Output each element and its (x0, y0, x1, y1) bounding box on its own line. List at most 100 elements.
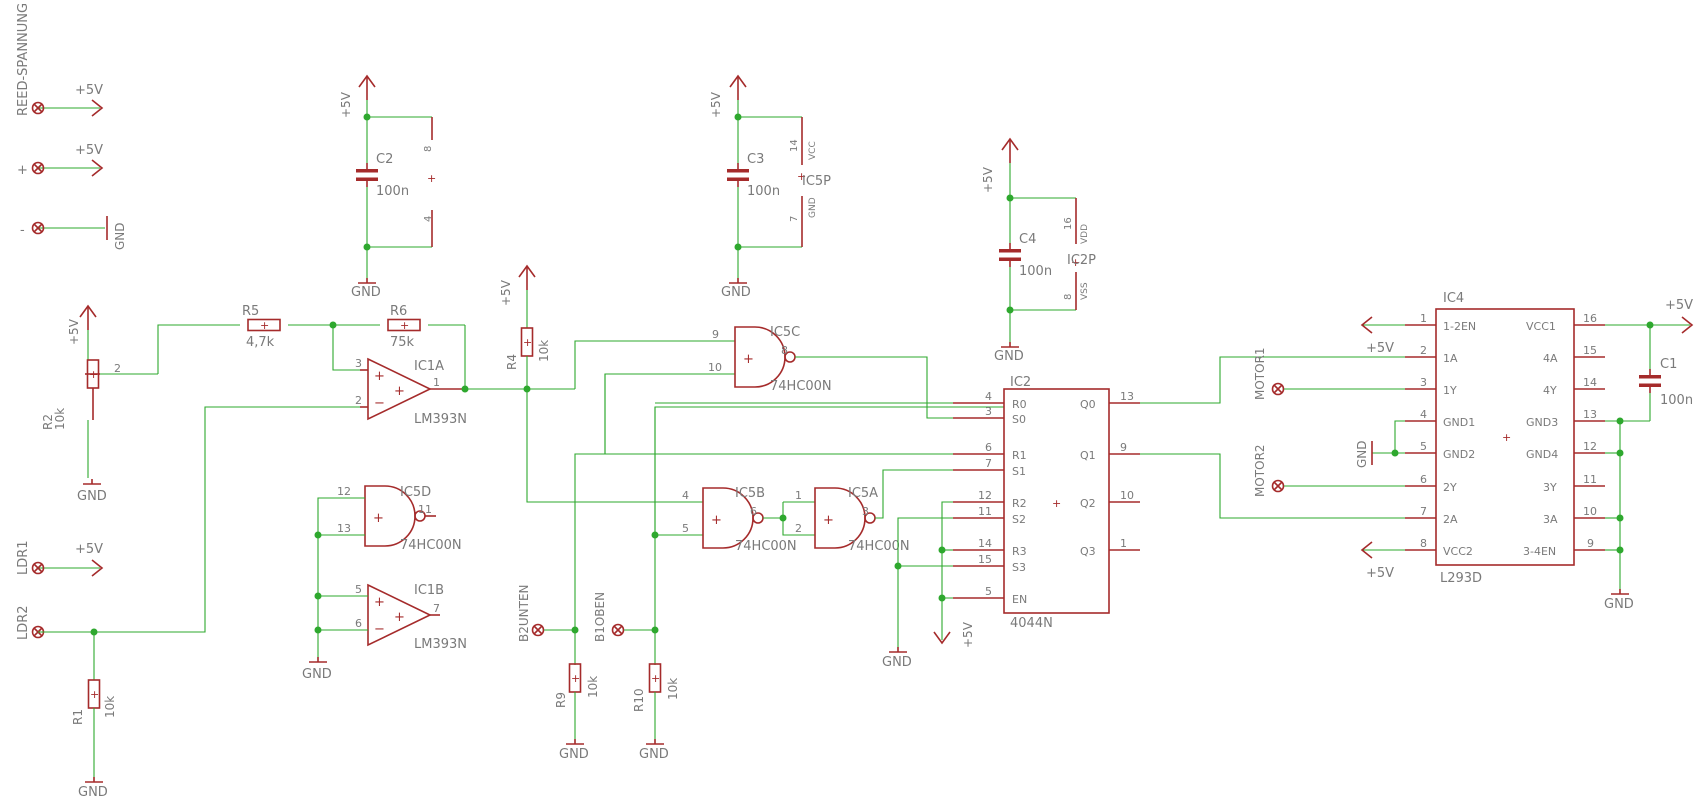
ic5d-pin11: 11 (418, 503, 432, 516)
ic2-pin-r1: R1 (1012, 449, 1027, 462)
ic2-pin-r3: R3 (1012, 545, 1027, 558)
r4-resistor: +5V R4 10k (499, 265, 551, 389)
reed-label: REED-SPANNUNG (16, 3, 31, 116)
c3-gnd-label: GND (721, 285, 751, 300)
ic2-pin-q1: Q1 (1080, 449, 1096, 462)
ic4-gnd-left-label: GND (1355, 440, 1369, 468)
r5-resistor: R5 4,7k (242, 304, 281, 350)
c3-value: 100n (747, 184, 780, 199)
ic4-pin3: 3 (1420, 376, 1427, 389)
ic2p-vss: VSS (1080, 282, 1090, 300)
ic2-pin-q3: Q3 (1080, 545, 1096, 558)
ic5p-pin7: 7 (789, 216, 800, 222)
r2-pin2: 2 (114, 362, 121, 375)
r2-power-label: +5V (67, 318, 81, 345)
ic5b-gate: 4 5 6 IC5B 74HC00N (682, 486, 797, 554)
ic4-pin-2a: 2A (1443, 513, 1458, 526)
ic2-pin4: 4 (985, 390, 992, 403)
ldr1-power-label: +5V (75, 542, 103, 557)
ic5d-pin13: 13 (337, 522, 351, 535)
ic2p-pin16: 16 (1063, 217, 1074, 230)
ic4-gnd-right-label: GND (1604, 597, 1634, 612)
ic5p-name: IC5P (802, 174, 831, 189)
ic4-pin2: 2 (1420, 344, 1427, 357)
ldr2-label: LDR2 (16, 605, 31, 640)
ic4-l293d: IC4 L293D + (1435, 291, 1575, 586)
r9-value: 10k (586, 676, 600, 698)
c2-pin4: 4 (423, 216, 434, 222)
c2-pin8: 8 (423, 146, 434, 152)
c3-capacitor: +5V + 14 VCC 7 GND IC5P GND C3 100n (709, 75, 831, 300)
ldr2-connector: LDR2 GND R1 10k (16, 406, 360, 800)
r10-name: R10 (632, 688, 646, 712)
ic5p-vcc: VCC (808, 141, 818, 160)
r6-resistor: R6 75k (387, 304, 421, 350)
c4-value: 100n (1019, 264, 1052, 279)
motor2-connector: MOTOR2 (1253, 444, 1405, 497)
ic2-pin9: 9 (1120, 441, 1127, 454)
ic4-pin9: 9 (1587, 537, 1594, 550)
ic5c-type: 74HC00N (770, 379, 832, 394)
svg-text:+: + (1052, 497, 1061, 510)
ic1b-comparator: GND 5 6 7 IC1B LM393N (302, 583, 467, 682)
c2-name: C2 (376, 152, 393, 167)
ic4-pin-vcc1: VCC1 (1526, 320, 1556, 333)
r4-value: 10k (537, 340, 551, 362)
ic2p-name: IC2P (1067, 253, 1096, 268)
ic1a-pin1: 1 (433, 376, 440, 389)
ic2-pin11: 11 (978, 505, 992, 518)
ic4-pin6: 6 (1420, 473, 1427, 486)
ic4-pin-vcc2: VCC2 (1443, 545, 1473, 558)
c4-capacitor: +5V + 16 VDD 8 VSS IC2P GND C4 100n (981, 138, 1096, 364)
ic4-pin-gnd2: GND2 (1443, 448, 1475, 461)
ic5c-pin9: 9 (712, 328, 719, 341)
ic2-pin10: 10 (1120, 489, 1134, 502)
ic1a-name: IC1A (414, 359, 444, 374)
r9-name: R9 (554, 692, 568, 708)
ic1b-pin6: 6 (355, 617, 362, 630)
ic4-pin-1y: 1Y (1443, 384, 1457, 397)
r2-value: 10k (53, 408, 67, 430)
ic4-pin-gnd4: GND4 (1526, 448, 1558, 461)
ic4-pin5: 5 (1420, 440, 1427, 453)
c4-power-label: +5V (981, 166, 995, 193)
ic5a-pin3: 3 (862, 505, 869, 518)
ic5a-name: IC5A (848, 486, 878, 501)
ic4-vcc1-power-label: +5V (1665, 298, 1693, 313)
svg-text:+: + (797, 170, 806, 183)
b1oben-connector: B1OBEN GND R10 10k (593, 592, 680, 762)
ic5p-gnd: GND (808, 197, 818, 218)
ldr1-connector: LDR1 +5V (16, 540, 104, 577)
ic1a-pin3: 3 (355, 357, 362, 370)
minus-connector: - GND (20, 216, 127, 250)
ic2-pin-en: EN (1012, 593, 1027, 606)
ic5b-pin4: 4 (682, 489, 689, 502)
plus-power-label: +5V (75, 143, 103, 158)
ic2-pin13: 13 (1120, 390, 1134, 403)
r9-gnd-label: GND (559, 747, 589, 762)
ic5b-pin5: 5 (682, 522, 689, 535)
ic2-4044: IC2 4044N + (1003, 375, 1110, 631)
ic4-pin-3-4en: 3-4EN (1523, 545, 1556, 558)
ic4-pin-3a: 3A (1543, 513, 1558, 526)
ic1a-pin2: 2 (355, 394, 362, 407)
ic1b-gnd-label: GND (302, 667, 332, 682)
ic4-pin11: 11 (1583, 473, 1597, 486)
ic4-pin14: 14 (1583, 376, 1597, 389)
minus-gnd-label: GND (113, 222, 127, 250)
ic5c-pin10: 10 (708, 361, 722, 374)
c1-name: C1 (1660, 357, 1677, 372)
ic4-pin-1-2en: 1-2EN (1443, 320, 1476, 333)
c2-gnd-label: GND (351, 285, 381, 300)
ic4-pin-gnd1: GND1 (1443, 416, 1475, 429)
ic1b-type: LM393N (414, 637, 467, 652)
r1-name: R1 (71, 709, 85, 725)
ic4-pin-gnd3: GND3 (1526, 416, 1558, 429)
ic2-pin-q0: Q0 (1080, 398, 1096, 411)
ic4-pin16: 16 (1583, 312, 1597, 325)
c4-gnd-label: GND (994, 349, 1024, 364)
ic2-pin-r0: R0 (1012, 398, 1027, 411)
ic4-1-2en-power-label: +5V (1366, 341, 1394, 356)
c2-capacitor: +5V + 8 4 GND C2 100n (339, 75, 436, 300)
